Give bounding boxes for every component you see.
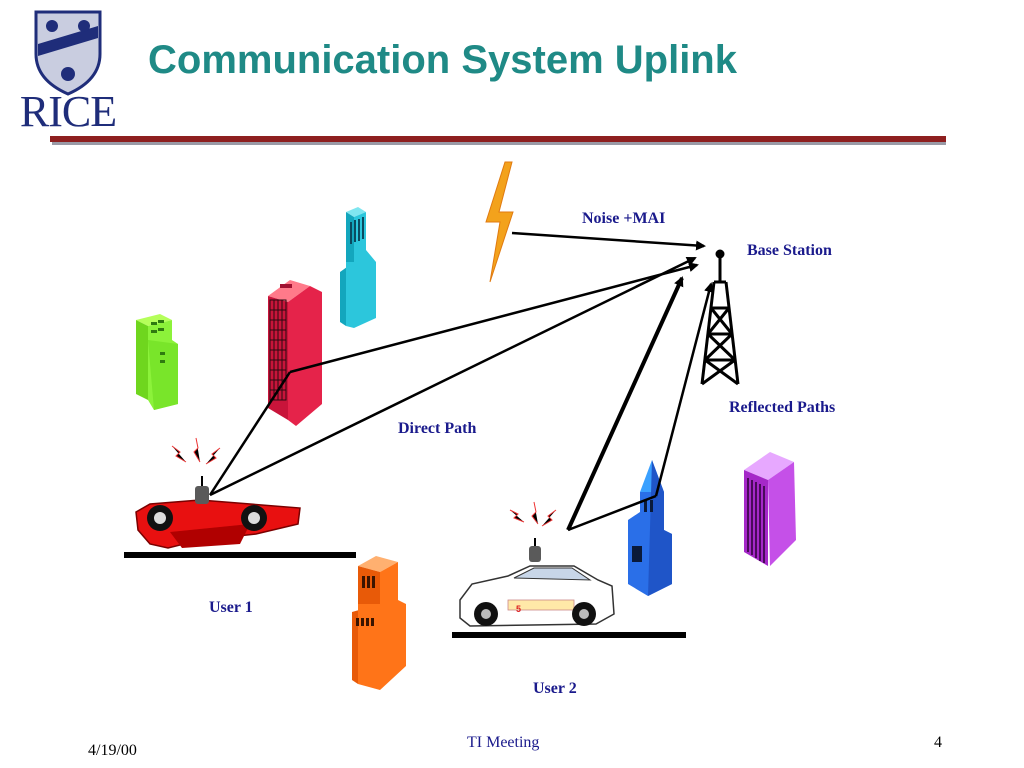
- user1-reflect-leg-a: [208, 371, 292, 496]
- cyan-building-icon: [340, 207, 376, 328]
- shield-icon: [34, 10, 102, 96]
- green-building-icon: [136, 314, 178, 410]
- user1-direct-path: [209, 256, 697, 497]
- red-building-icon: [268, 280, 322, 426]
- logo-wordmark: RICE: [19, 87, 117, 136]
- user1-car-icon: [135, 437, 301, 549]
- purple-building-icon: [744, 452, 796, 566]
- noise-label: Noise +MAI: [582, 210, 666, 227]
- user2-car-icon: 5: [459, 501, 615, 627]
- page-number: 4: [934, 734, 942, 751]
- user1-reflect-leg-b: [289, 262, 699, 374]
- reflected-paths-label: Reflected Paths: [729, 399, 836, 416]
- direct-path-label: Direct Path: [398, 420, 477, 437]
- rice-logo: [14, 8, 122, 138]
- svg-text:5: 5: [516, 604, 521, 614]
- user1-label: User 1: [209, 599, 253, 616]
- base-station-tower-icon: [700, 249, 740, 386]
- orange-building-icon: [352, 556, 406, 690]
- footer-date: 4/19/00: [88, 742, 137, 759]
- user2-reflect-leg-b: [654, 282, 714, 497]
- blue-building-icon: [628, 460, 672, 596]
- noise-arrow: [511, 231, 706, 251]
- title-rule: [50, 136, 946, 142]
- footer-title: TI Meeting: [467, 734, 540, 751]
- user2-direct-path: [566, 276, 684, 531]
- user2-reflect-leg-a: [567, 494, 657, 532]
- title-rule-shadow: [52, 142, 946, 145]
- page-title: Communication System Uplink: [148, 38, 737, 82]
- base-station-label: Base Station: [747, 242, 832, 259]
- ground-bar-user1: [124, 552, 356, 558]
- lightning-icon: [485, 161, 514, 283]
- user2-label: User 2: [533, 680, 577, 697]
- ground-bar-user2: [452, 632, 686, 638]
